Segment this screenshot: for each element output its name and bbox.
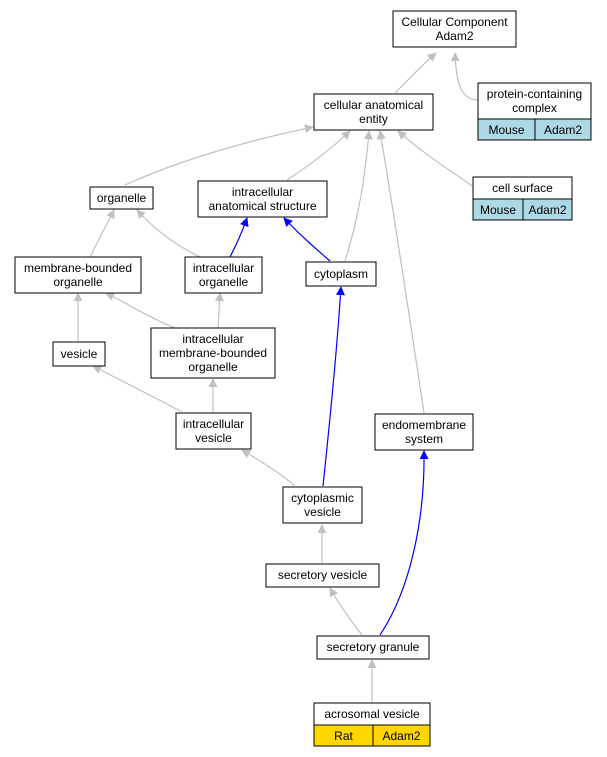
node-membrane-bounded-organelle[interactable]: membrane-bounded organelle (14, 256, 142, 294)
node-label: cytoplasm (314, 267, 368, 281)
node-label: acrosomal vesicle (324, 707, 420, 721)
node-cytoplasm[interactable]: cytoplasm (305, 261, 377, 287)
node-label: intracellular (182, 332, 243, 346)
node-label: protein-containing (487, 87, 582, 101)
species-label: Mouse (480, 203, 516, 217)
node-label: complex (512, 101, 557, 115)
gene-cell (522, 198, 573, 221)
node-label: organelle (188, 360, 238, 374)
node-label: secretory vesicle (278, 568, 368, 582)
node-cell-surface[interactable]: cell surface Mouse Adam2 (472, 176, 573, 221)
node-cytoplasmic-vesicle[interactable]: cytoplasmic vesicle (282, 486, 363, 524)
node-label: cell surface (492, 181, 553, 195)
gene-label: Adam2 (382, 729, 420, 743)
node-label: organelle (199, 275, 249, 289)
edge-io-to-organelle (136, 209, 201, 258)
node-label: organelle (97, 191, 147, 205)
node-label: Adam2 (435, 29, 473, 43)
node-vesicle[interactable]: vesicle (52, 341, 106, 367)
node-label: vesicle (195, 431, 232, 445)
node-label: cytoplasmic (291, 491, 354, 505)
gene-cell (534, 118, 592, 141)
edge-imbo-to-io (215, 292, 225, 329)
node-intracellular-membrane-bounded-organelle[interactable]: intracellular membrane-bounded organelle (150, 327, 276, 379)
edge-cae-to-cc (394, 52, 437, 94)
node-label: system (405, 432, 443, 446)
edge-cellsurface-to-cae (397, 130, 473, 187)
node-intracellular-organelle[interactable]: intracellular organelle (184, 256, 263, 294)
node-intracellular-anatomical-structure[interactable]: intracellular anatomical structure (197, 180, 328, 218)
gray-edges (73, 52, 479, 702)
edge-cytoplasm-to-cae (344, 130, 373, 262)
edge-sg-to-endomembrane-blue (379, 450, 429, 636)
edge-organelle-to-cae (124, 124, 314, 186)
node-label: endomembrane (382, 418, 466, 432)
node-label: anatomical structure (208, 199, 316, 213)
node-cellular-anatomical-entity[interactable]: cellular anatomical entity (313, 93, 434, 131)
edge-cv-to-cytoplasm-blue (322, 286, 345, 487)
node-label: Cellular Component (401, 15, 508, 29)
node-organelle[interactable]: organelle (89, 186, 154, 210)
node-label: vesicle (304, 505, 341, 519)
node-acrosomal-vesicle[interactable]: acrosomal vesicle Rat Adam2 (313, 702, 431, 747)
node-label: cellular anatomical (324, 98, 423, 112)
node-label: membrane-bounded (159, 346, 267, 360)
edge-imbo-to-mbo (105, 292, 176, 329)
blue-edges (229, 217, 429, 636)
gene-label: Adam2 (544, 123, 582, 137)
node-label: organelle (53, 275, 103, 289)
node-label: secretory granule (327, 640, 420, 654)
edge-cytoplasm-to-ias-blue (283, 217, 331, 262)
node-label: intracellular (193, 261, 254, 275)
species-label: Mouse (488, 123, 524, 137)
node-cellular-component[interactable]: Cellular Component Adam2 (392, 10, 517, 48)
node-label: intracellular (232, 185, 293, 199)
node-endomembrane-system[interactable]: endomembrane system (374, 413, 474, 451)
edge-sg-to-sv (329, 587, 363, 636)
gene-cell (372, 724, 431, 747)
edge-io-to-ias-blue (229, 217, 249, 258)
node-label: membrane-bounded (24, 261, 132, 275)
node-intracellular-vesicle[interactable]: intracellular vesicle (175, 412, 252, 450)
edge-ias-to-cae (286, 130, 351, 181)
edge-iv-to-vesicle (92, 365, 183, 413)
node-label: intracellular (183, 417, 244, 431)
gene-label: Adam2 (528, 203, 566, 217)
node-protein-containing-complex[interactable]: protein-containing complex Mouse Adam2 (477, 82, 592, 141)
edge-cv-to-iv (241, 449, 296, 487)
species-label: Rat (334, 729, 353, 743)
edge-mbo-to-organelle (89, 209, 115, 258)
node-secretory-vesicle[interactable]: secretory vesicle (265, 563, 380, 588)
node-label: entity (359, 112, 388, 126)
edge-endomembrane-to-cae (376, 130, 425, 414)
node-label: vesicle (61, 347, 98, 361)
node-secretory-granule[interactable]: secretory granule (316, 635, 430, 660)
edge-pcc-to-cc (450, 52, 479, 101)
